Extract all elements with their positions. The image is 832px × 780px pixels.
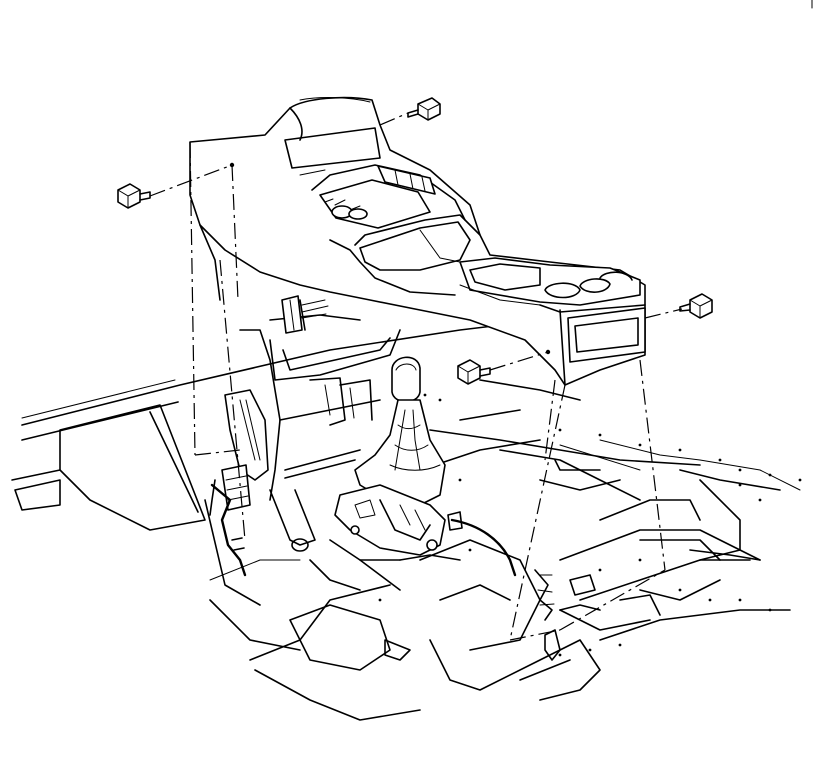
bolt-left (117, 183, 151, 209)
shifter-assembly (334, 356, 517, 577)
floor-pan (11, 317, 801, 721)
wiring-harness-left (209, 464, 251, 577)
bolt-top (407, 97, 441, 121)
center-console (189, 96, 646, 386)
alignment-lines (149, 112, 683, 641)
upper-connector (281, 295, 329, 334)
dash-support-bracket (224, 299, 401, 552)
floor-dots (378, 393, 802, 657)
bolt-center (457, 359, 491, 385)
bolt-right (679, 293, 713, 319)
wiring-harness-right (534, 569, 661, 661)
